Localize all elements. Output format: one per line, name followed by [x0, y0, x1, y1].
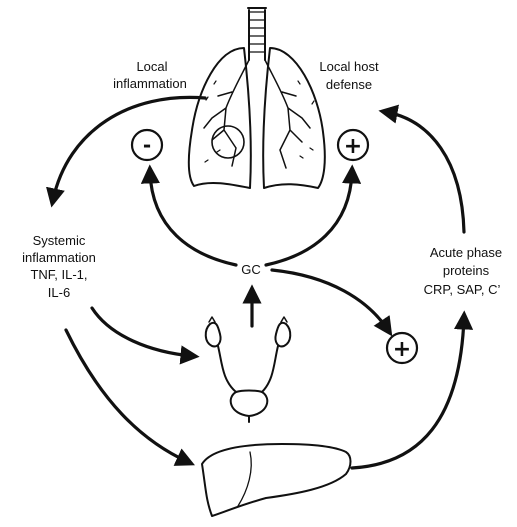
- svg-text:IL-6: IL-6: [48, 285, 70, 300]
- svg-text:Local: Local: [136, 59, 167, 74]
- arrow-systemic-to-adrenals: [92, 308, 192, 356]
- plus-sign-circle-lung: +: [338, 130, 368, 160]
- svg-text:defense: defense: [326, 77, 372, 92]
- local-host-defense-label: Local host defense: [319, 59, 379, 92]
- systemic-inflammation-label: Systemic inflammation TNF, IL-1, IL-6: [22, 233, 96, 300]
- svg-text:inflammation: inflammation: [22, 250, 96, 265]
- svg-text:inflammation: inflammation: [113, 76, 187, 91]
- svg-text:Local host: Local host: [319, 59, 379, 74]
- plus-sign-lung: +: [344, 134, 362, 159]
- minus-sign-circle: -: [132, 130, 162, 160]
- arrow-acute-to-host-defense: [386, 112, 464, 232]
- plus-sign-circle-liver: +: [387, 333, 417, 363]
- arrow-systemic-to-liver: [66, 330, 188, 462]
- svg-text:TNF, IL-1,: TNF, IL-1,: [30, 267, 87, 282]
- arrow-gc-to-plus-liver: [272, 270, 388, 330]
- local-inflammation-label: Local inflammation: [113, 59, 187, 91]
- svg-text:proteins: proteins: [443, 263, 490, 278]
- minus-sign: -: [143, 133, 151, 157]
- lungs-icon: [189, 8, 325, 188]
- svg-text:Systemic: Systemic: [33, 233, 86, 248]
- liver-icon: [202, 444, 351, 516]
- svg-text:CRP, SAP, C’: CRP, SAP, C’: [424, 282, 501, 297]
- svg-text:Acute phase: Acute phase: [430, 245, 502, 260]
- gc-label: GC: [241, 262, 261, 277]
- kidneys-adrenals-icon: [206, 317, 291, 422]
- arrow-local-to-systemic: [53, 97, 205, 200]
- acute-phase-proteins-label: Acute phase proteins CRP, SAP, C’: [424, 245, 503, 297]
- plus-sign-liver: +: [393, 337, 411, 362]
